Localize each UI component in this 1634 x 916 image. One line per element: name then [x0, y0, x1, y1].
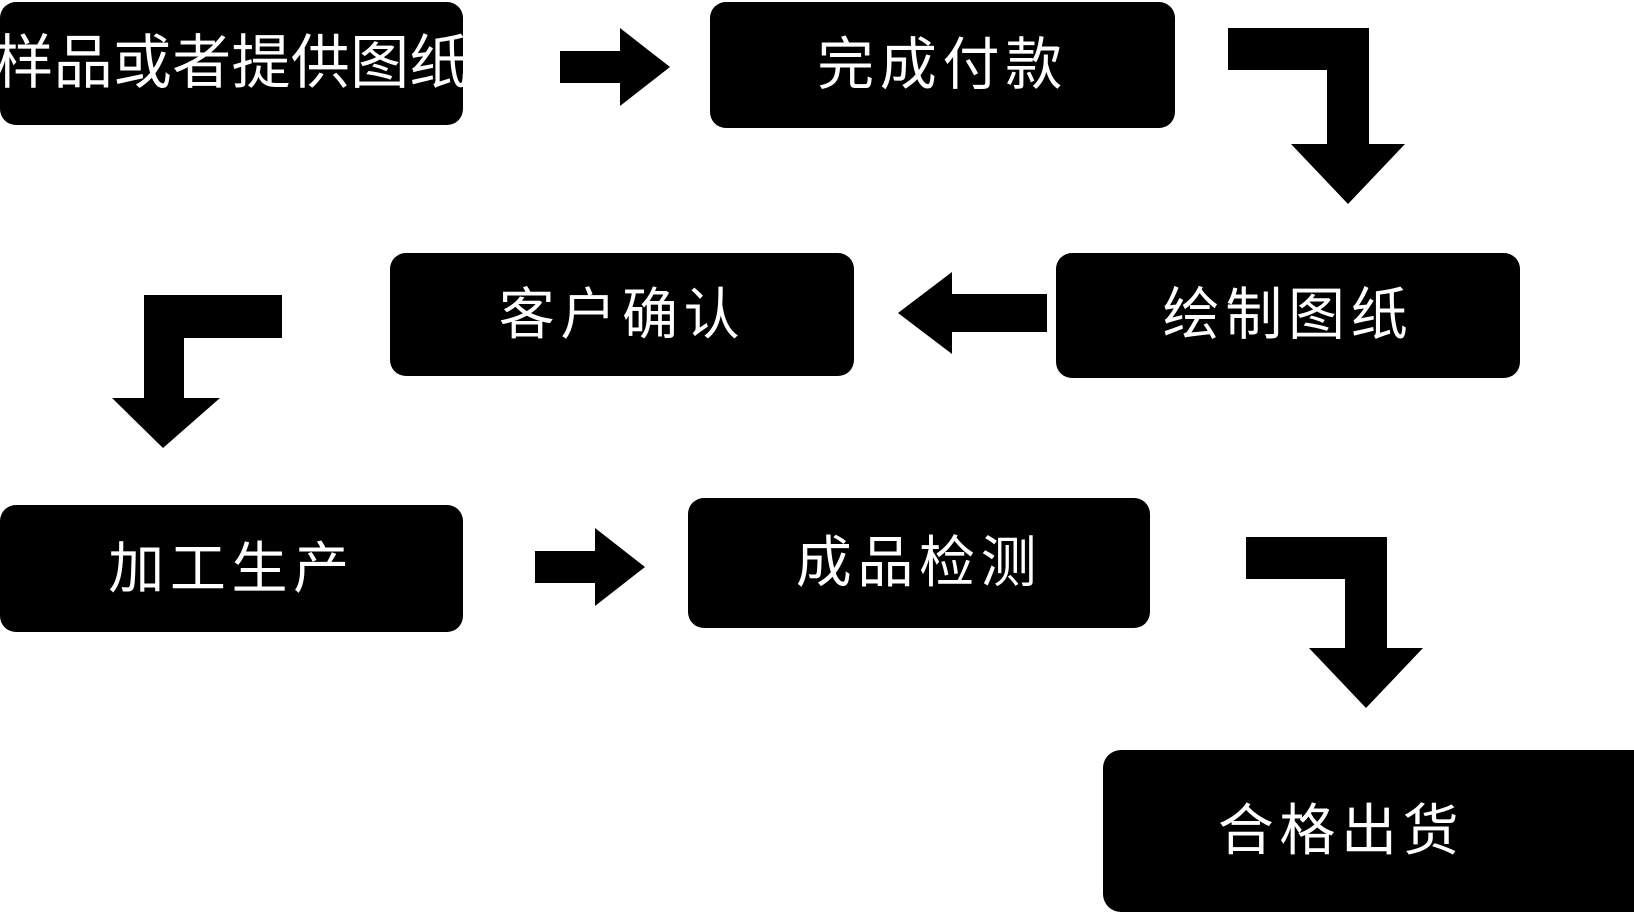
flow-node-ship[interactable]: 合格出货	[1103, 750, 1634, 912]
flow-node-payment[interactable]: 完成付款	[710, 2, 1175, 128]
arrow-elbow-left-down-icon	[112, 295, 282, 448]
flow-node-inspect[interactable]: 成品检测	[688, 498, 1150, 628]
flow-node-ship-label: 合格出货	[1217, 799, 1465, 862]
arrow-right-icon	[535, 528, 645, 606]
flow-node-confirm[interactable]: 客户确认	[390, 253, 854, 376]
arrow-left-icon	[898, 272, 1047, 354]
flow-node-produce-label: 加工生产	[108, 536, 355, 600]
flow-node-inspect-label: 成品检测	[795, 531, 1043, 594]
arrow-elbow-right-down-icon	[1246, 537, 1423, 708]
arrow-right-icon	[560, 28, 670, 106]
flow-node-sample[interactable]: 样品或者提供图纸	[0, 2, 468, 125]
connector-draw-to-confirm	[895, 268, 1050, 358]
connector-confirm-to-produce	[112, 288, 302, 448]
flow-node-payment-label: 完成付款	[817, 32, 1068, 97]
connector-payment-to-draw	[1222, 24, 1412, 204]
arrow-elbow-right-down-icon	[1228, 28, 1405, 204]
connector-sample-to-payment	[555, 22, 675, 112]
connector-produce-to-inspect	[530, 522, 650, 612]
flow-node-produce[interactable]: 加工生产	[0, 505, 463, 632]
flow-node-draw-label: 绘制图纸	[1162, 283, 1414, 347]
flow-node-sample-label: 样品或者提供图纸	[0, 30, 469, 96]
flow-node-confirm-label: 客户确认	[498, 282, 746, 346]
flow-node-draw[interactable]: 绘制图纸	[1056, 253, 1520, 378]
connector-inspect-to-ship	[1240, 533, 1430, 708]
